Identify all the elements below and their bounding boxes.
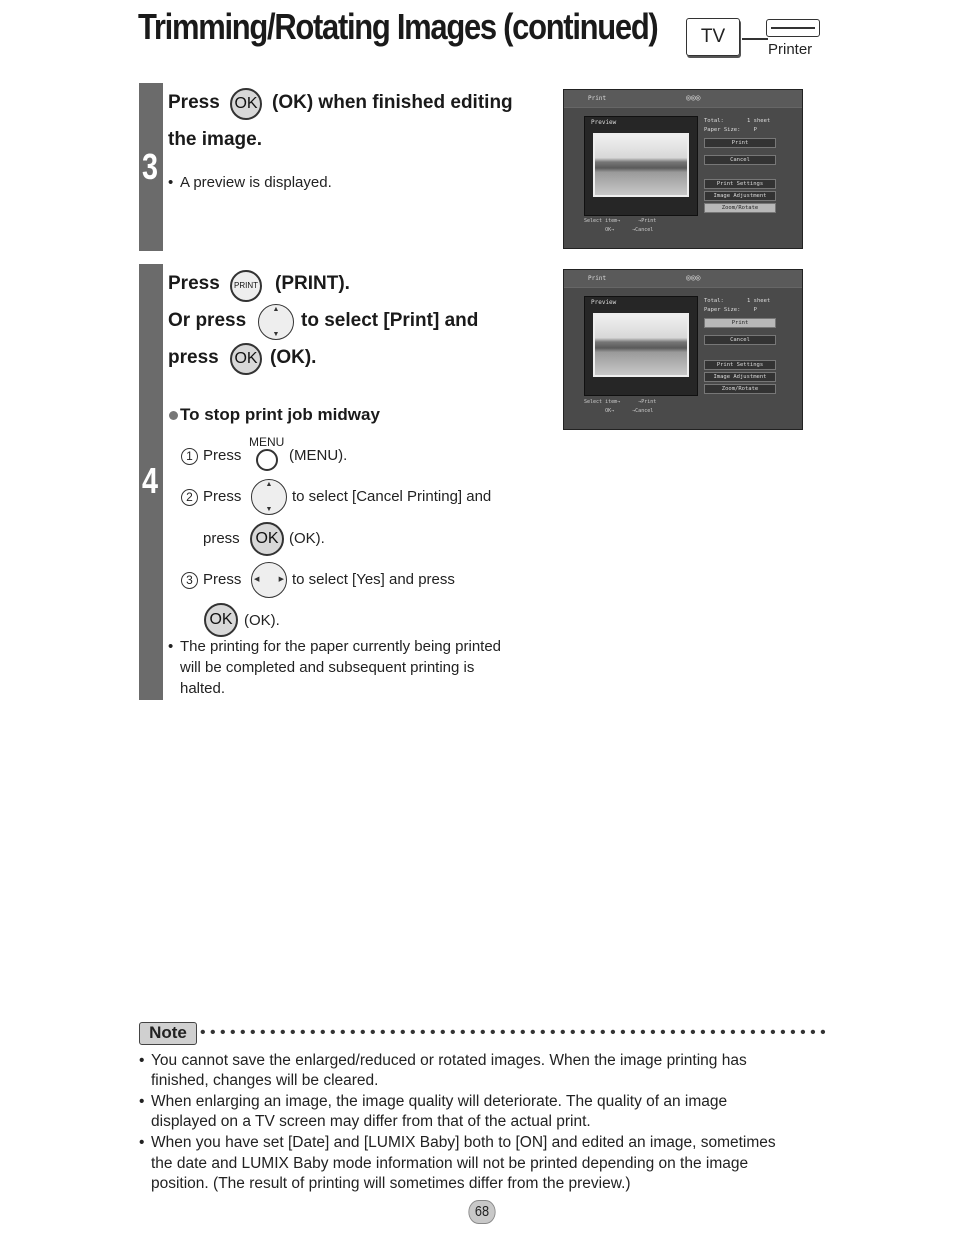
screen-header: Print ◎◎◎	[564, 90, 802, 108]
screen-header: Print ◎◎◎	[564, 270, 802, 288]
preview-photo	[593, 133, 689, 197]
print-preview-screen-2: Print ◎◎◎ Preview Total: 1 sheet Paper S…	[563, 269, 803, 430]
substep-2-line2-rest: (OK).	[289, 530, 325, 547]
preview-label: Preview	[591, 119, 617, 126]
print-button-icon: PRINT	[230, 270, 262, 302]
ok-button-icon: OK	[230, 343, 262, 375]
printer-icon	[766, 19, 820, 37]
step-4-bullet-line3: halted.	[180, 680, 226, 697]
step-4-number: 4	[142, 460, 159, 501]
total-info: Total: 1 sheet	[704, 298, 771, 304]
step-4-line2-a: Or press	[168, 310, 247, 331]
step-4-line3-a: press	[168, 347, 219, 368]
screen-status-icons: ◎◎◎	[686, 273, 701, 282]
step-3-line1-rest: (OK) when finished editing	[272, 92, 513, 113]
paper-size-info: Paper Size: P	[704, 307, 757, 313]
note-item-2-line1: When enlarging an image, the image quali…	[151, 1093, 728, 1110]
step-3-number: 3	[142, 146, 159, 187]
step-4-line2-b: to select [Print] and	[301, 310, 479, 331]
substep-1-number: 1	[181, 448, 198, 465]
screen-footer-line1: Select item→ →Print	[584, 218, 657, 224]
dpad-left-right-icon	[251, 562, 287, 598]
connection-line	[742, 38, 768, 40]
step-4-bullet-mark: •	[168, 638, 174, 655]
substep-2-rest: to select [Cancel Printing] and	[292, 488, 492, 505]
page-title: Trimming/Rotating Images (continued)	[138, 6, 659, 47]
substep-2-number: 2	[181, 489, 198, 506]
screen-status-icons: ◎◎◎	[686, 93, 701, 102]
note-badge: Note	[139, 1022, 197, 1045]
tv-icon: TV	[686, 18, 740, 56]
screen-header-title: Print	[588, 95, 607, 102]
dpad-up-down-icon	[251, 479, 287, 515]
ok-button-icon: OK	[250, 522, 284, 556]
stop-print-subhead: To stop print job midway	[180, 405, 380, 424]
note-item-1-line2: finished, changes will be cleared.	[151, 1072, 379, 1089]
preview-photo	[593, 313, 689, 377]
paper-size-info: Paper Size: P	[704, 127, 757, 133]
printer-label: Printer	[768, 41, 813, 58]
step-4-line1-rest: (PRINT).	[275, 273, 350, 294]
step-4-bullet-line2: will be completed and subsequent printin…	[180, 659, 475, 676]
ok-button-icon: OK	[230, 88, 262, 120]
dpad-up-down-icon	[258, 304, 294, 340]
total-info: Total: 1 sheet	[704, 118, 771, 124]
image-adjustment-option[interactable]: Image Adjustment	[704, 372, 776, 382]
menu-button-icon	[256, 449, 278, 471]
print-settings-option[interactable]: Print Settings	[704, 360, 776, 370]
step-4-bar	[139, 264, 163, 700]
step-4-line1-press: Press	[168, 273, 220, 294]
substep-1-rest: (MENU).	[289, 447, 348, 464]
print-settings-option[interactable]: Print Settings	[704, 179, 776, 189]
page-number: 68	[468, 1200, 496, 1224]
print-preview-screen-1: Print ◎◎◎ Preview Total: 1 sheet Paper S…	[563, 89, 803, 249]
substep-1-press: Press	[203, 447, 242, 464]
step-3-bar	[139, 83, 163, 251]
zoom-rotate-option[interactable]: Zoom/Rotate	[704, 203, 776, 213]
step-3-line2: the image.	[168, 129, 262, 150]
step-4-line3-b: (OK).	[270, 347, 317, 368]
step-4-bullet-line1: The printing for the paper currently bei…	[180, 638, 502, 655]
preview-label: Preview	[591, 299, 617, 306]
note-bullet-mark: •	[139, 1134, 145, 1151]
step-3-line1-press: Press	[168, 92, 220, 113]
note-item-2-line2: displayed on a TV screen may differ from…	[151, 1113, 591, 1130]
preview-box: Preview	[584, 296, 698, 396]
screen-footer-line1: Select item→ →Print	[584, 399, 657, 405]
step-3-bullet: A preview is displayed.	[180, 174, 332, 191]
note-item-3-line1: When you have set [Date] and [LUMIX Baby…	[151, 1134, 776, 1151]
print-option[interactable]: Print	[704, 318, 776, 328]
print-option[interactable]: Print	[704, 138, 776, 148]
note-bullet-mark: •	[139, 1093, 145, 1110]
note-item-1-line1: You cannot save the enlarged/reduced or …	[151, 1052, 747, 1069]
substep-2-line2-press: press	[203, 530, 240, 547]
ok-button-icon: OK	[204, 603, 238, 637]
screen-footer-line2: OK→ →Cancel	[584, 408, 654, 414]
screen-header-title: Print	[588, 275, 607, 282]
note-divider: ••••••••••••••••••••••••••••••••••••••••…	[200, 1024, 830, 1040]
substep-3-number: 3	[181, 572, 198, 589]
note-item-3-line2: the date and LUMIX Baby mode information…	[151, 1155, 749, 1172]
cancel-option[interactable]: Cancel	[704, 155, 776, 165]
menu-button-label: MENU	[249, 435, 285, 449]
substep-3-rest: to select [Yes] and press	[292, 571, 455, 588]
substep-2-press: Press	[203, 488, 242, 505]
note-item-3-line3: position. (The result of printing will s…	[151, 1175, 631, 1192]
substep-3-press: Press	[203, 571, 242, 588]
substep-3-line2: (OK).	[244, 612, 280, 629]
subhead-bullet-icon	[169, 411, 178, 420]
zoom-rotate-option[interactable]: Zoom/Rotate	[704, 384, 776, 394]
note-bullet-mark: •	[139, 1052, 145, 1069]
cancel-option[interactable]: Cancel	[704, 335, 776, 345]
image-adjustment-option[interactable]: Image Adjustment	[704, 191, 776, 201]
step-3-bullet-mark: •	[168, 174, 174, 191]
screen-footer-line2: OK→ →Cancel	[584, 227, 654, 233]
preview-box: Preview	[584, 116, 698, 216]
